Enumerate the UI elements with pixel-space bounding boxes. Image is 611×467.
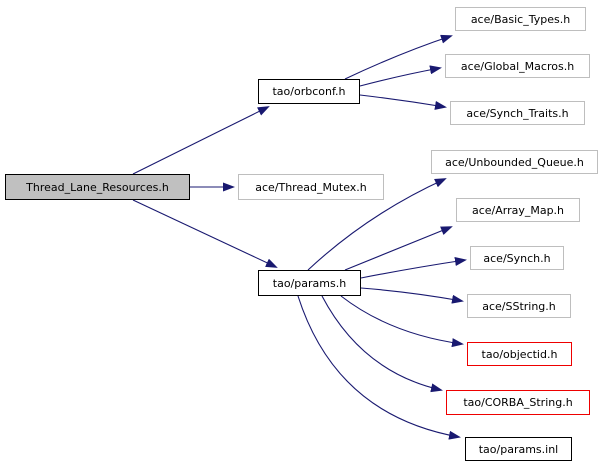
edge-tao-params-h-to-ace-sstring-h — [360, 287, 464, 304]
node-label: tao/CORBA_String.h — [463, 396, 573, 409]
node-label: tao/objectid.h — [481, 347, 558, 361]
edge-tao-params-h-to-tao-objectid-h — [340, 295, 464, 348]
node-label: ace/Unbounded_Queue.h — [445, 155, 584, 169]
node-thread-lane-resources-h: Thread_Lane_Resources.h — [5, 174, 190, 200]
node-ace-synch-h: ace/Synch.h — [470, 246, 564, 270]
node-label: tao/params.h — [272, 276, 347, 290]
node-label: ace/Synch_Traits.h — [466, 106, 569, 120]
edge-thread-lane-resources-h-to-tao-orbconf-h — [132, 106, 270, 175]
node-ace-sstring-h: ace/SString.h — [467, 294, 571, 318]
node-ace-basic-types-h: ace/Basic_Types.h — [455, 7, 586, 31]
node-label: ace/SString.h — [482, 299, 556, 313]
node-ace-array-map-h: ace/Array_Map.h — [456, 198, 580, 222]
node-ace-synch-traits-h: ace/Synch_Traits.h — [450, 101, 585, 125]
node-tao-params-h[interactable]: tao/params.h — [258, 270, 361, 296]
edge-tao-params-h-to-tao-corba-string-h — [321, 295, 443, 393]
edge-tao-orbconf-h-to-ace-global-macros-h — [359, 65, 442, 87]
node-label: tao/params.inl — [478, 442, 559, 456]
node-label: tao/orbconf.h — [272, 85, 346, 98]
edge-tao-params-h-to-ace-array-map-h — [344, 226, 453, 271]
node-tao-orbconf-h[interactable]: tao/orbconf.h — [258, 79, 360, 104]
node-tao-params-inl[interactable]: tao/params.inl — [465, 437, 572, 461]
node-ace-global-macros-h: ace/Global_Macros.h — [445, 54, 590, 78]
edge-tao-params-h-to-tao-params-inl — [297, 295, 461, 440]
edge-tao-orbconf-h-to-ace-basic-types-h — [344, 34, 453, 80]
node-ace-thread-mutex-h: ace/Thread_Mutex.h — [238, 174, 384, 200]
node-label: ace/Thread_Mutex.h — [255, 180, 367, 194]
edge-tao-orbconf-h-to-ace-synch-traits-h — [359, 94, 447, 110]
node-ace-unbounded-queue-h: ace/Unbounded_Queue.h — [431, 150, 598, 174]
node-label: ace/Basic_Types.h — [470, 12, 571, 26]
node-tao-corba-string-h[interactable]: tao/CORBA_String.h — [446, 390, 590, 415]
node-label: Thread_Lane_Resources.h — [26, 180, 169, 194]
node-label: ace/Global_Macros.h — [460, 59, 575, 73]
node-tao-objectid-h[interactable]: tao/objectid.h — [467, 342, 572, 366]
node-label: ace/Synch.h — [483, 251, 551, 265]
node-label: ace/Array_Map.h — [471, 203, 565, 217]
edge-thread-lane-resources-h-to-tao-params-h — [132, 199, 278, 268]
edge-tao-params-h-to-ace-synch-h — [360, 257, 467, 279]
